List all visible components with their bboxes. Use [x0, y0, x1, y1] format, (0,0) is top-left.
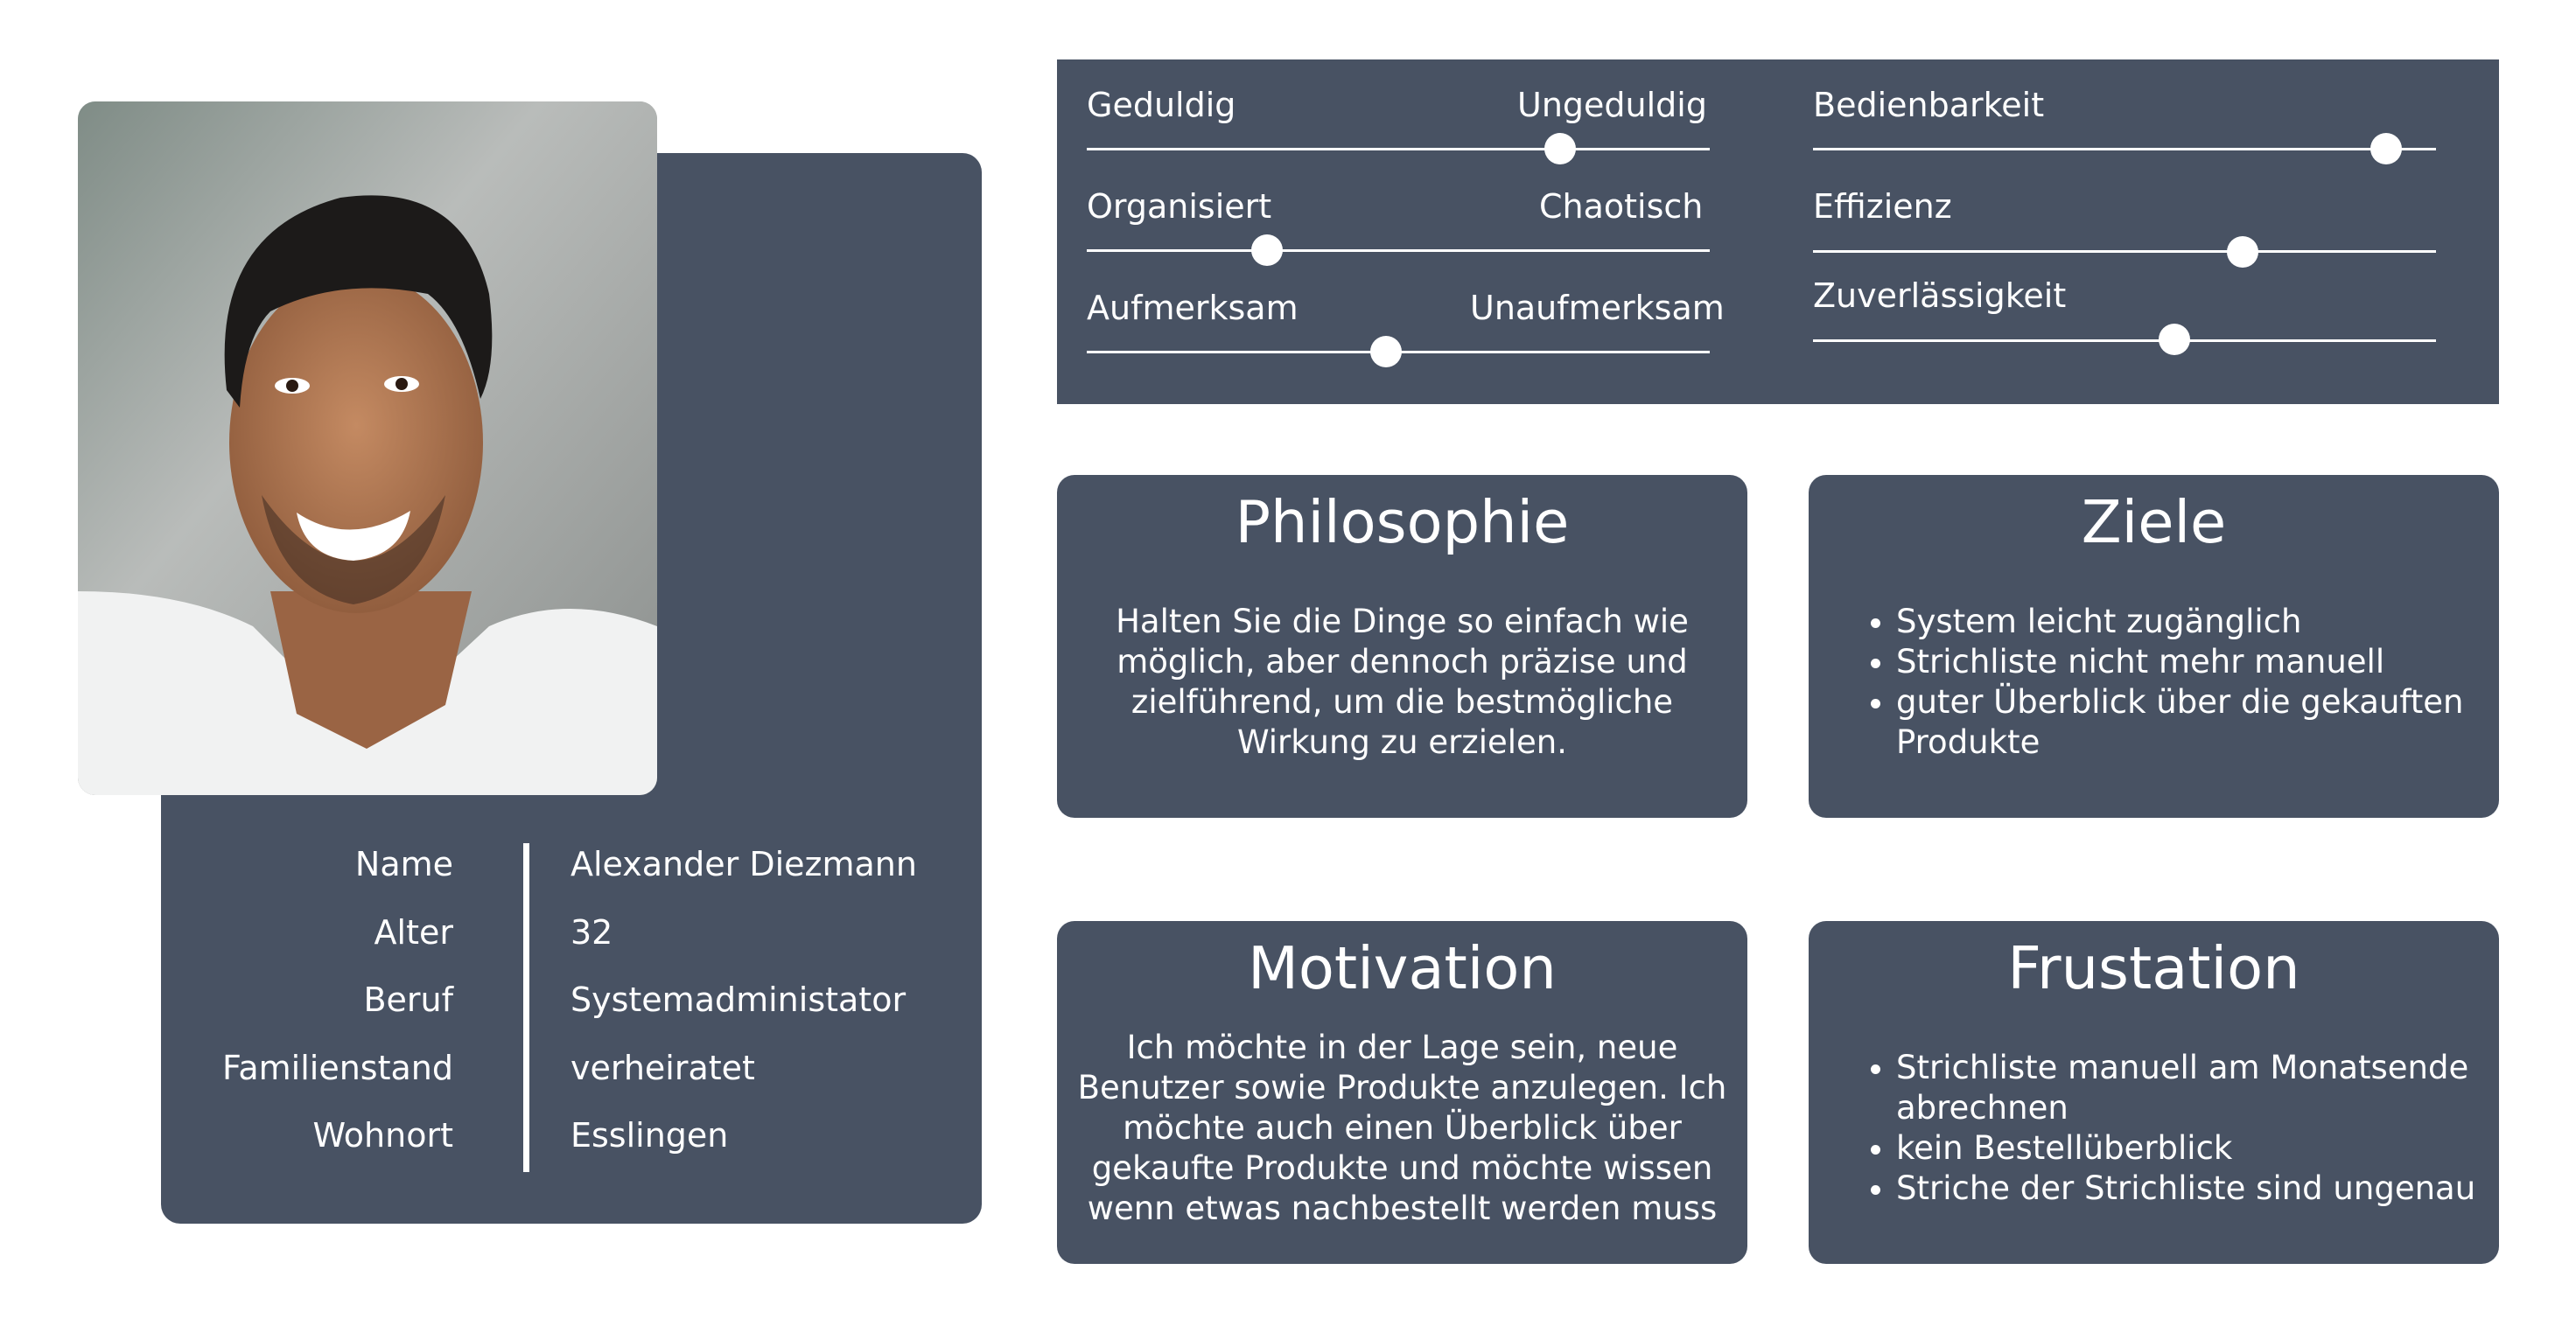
rating-scale-knob[interactable]: [2370, 133, 2403, 164]
motivation-card: Motivation Ich möchte in der Lage sein, …: [1057, 921, 1747, 1264]
rating-scale-track: [1813, 250, 2436, 253]
philosophy-title: Philosophie: [1235, 488, 1570, 556]
frustration-card: Frustation Strichliste manuell am Monats…: [1809, 921, 2499, 1264]
goals-list-item: guter Überblick über die gekauften Produ…: [1896, 682, 2490, 763]
frustration-list-item: kein Bestellüberblick: [1896, 1128, 2490, 1169]
label-job: Beruf: [363, 981, 453, 1019]
trait-right-label: Unaufmerksam: [1470, 289, 1725, 327]
rating-scale-track: [1813, 339, 2436, 342]
frustration-list: Strichliste manuell am Monatsende abrech…: [1817, 1048, 2490, 1209]
philosophy-text: Halten Sie die Dinge so einfach wie mögl…: [1116, 603, 1689, 761]
trait-left-label: Aufmerksam: [1087, 289, 1298, 327]
frustration-list-item: Striche der Strichliste sind ungenau: [1896, 1169, 2490, 1209]
trait-scale-knob[interactable]: [1544, 133, 1577, 164]
trait-left-label: Organisiert: [1087, 187, 1272, 226]
motivation-title: Motivation: [1248, 934, 1557, 1002]
value-age: 32: [570, 913, 613, 952]
trait-scale-track: [1087, 148, 1710, 150]
traits-panel: [1057, 59, 2499, 404]
trait-scale-track: [1087, 249, 1710, 252]
rating-scale-track: [1813, 148, 2436, 150]
value-job: Systemadministator: [570, 981, 906, 1019]
goals-card: Ziele System leicht zugänglich Strichlis…: [1809, 475, 2499, 818]
trait-right-label: Chaotisch: [1539, 187, 1704, 226]
info-divider: [523, 843, 529, 1172]
label-marital-status: Familienstand: [222, 1049, 453, 1087]
rating-label: Zuverlässigkeit: [1813, 276, 2067, 315]
philosophy-card: Philosophie Halten Sie die Dinge so einf…: [1057, 475, 1747, 818]
value-marital-status: verheiratet: [570, 1049, 755, 1087]
value-name: Alexander Diezmann: [570, 845, 917, 883]
goals-title: Ziele: [2081, 488, 2227, 556]
rating-label: Effizienz: [1813, 187, 1952, 226]
label-name: Name: [354, 845, 453, 883]
motivation-text: Ich möchte in der Lage sein, neue Benutz…: [1077, 1029, 1727, 1227]
frustration-title: Frustation: [2007, 934, 2300, 1002]
trait-right-label: Ungeduldig: [1517, 86, 1707, 124]
trait-left-label: Geduldig: [1087, 86, 1236, 124]
rating-label: Bedienbarkeit: [1813, 86, 2045, 124]
frustration-list-item: Strichliste manuell am Monatsende abrech…: [1896, 1048, 2490, 1128]
trait-scale-knob[interactable]: [1369, 336, 1402, 367]
profile-photo: [78, 101, 657, 795]
trait-scale-knob[interactable]: [1251, 234, 1284, 266]
label-residence: Wohnort: [312, 1116, 453, 1155]
rating-scale-knob[interactable]: [2158, 324, 2190, 355]
portrait-illustration: [78, 101, 657, 795]
rating-scale-knob[interactable]: [2227, 236, 2259, 268]
label-age: Alter: [374, 913, 453, 952]
goals-list: System leicht zugänglich Strichliste nic…: [1817, 602, 2490, 763]
value-residence: Esslingen: [570, 1116, 729, 1155]
goals-list-item: Strichliste nicht mehr manuell: [1896, 642, 2490, 682]
goals-list-item: System leicht zugänglich: [1896, 602, 2490, 642]
